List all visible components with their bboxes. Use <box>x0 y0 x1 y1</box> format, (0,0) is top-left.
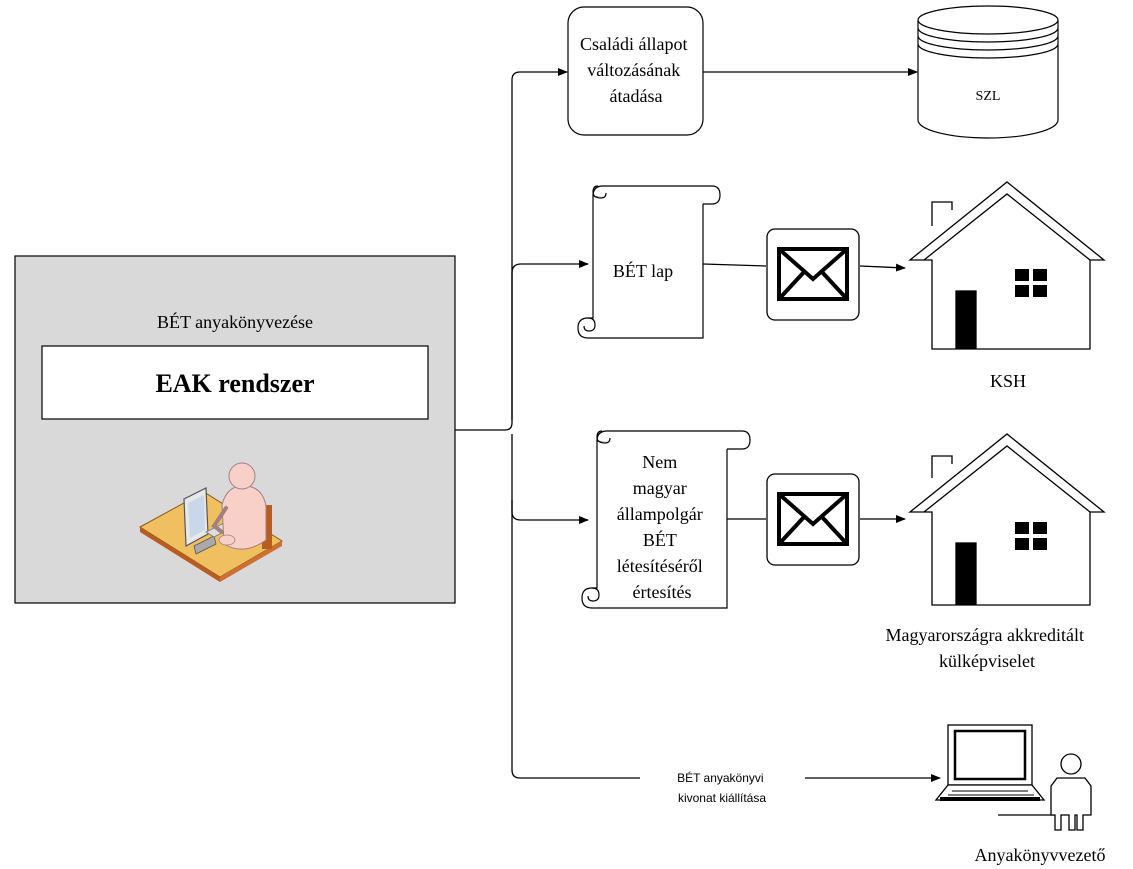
svg-text:BÉT anyakönyvi kivonat kiá: BÉT anyakönyvi kivonat kiállítása <box>677 770 767 805</box>
kivonat-label-bg <box>640 769 805 807</box>
arrow-to-ksh <box>859 263 906 272</box>
laptop-icon <box>934 724 1062 816</box>
arrow-to-family-status <box>455 68 568 431</box>
family-status-line-3: átadása <box>610 86 663 106</box>
arrow-to-kivonat <box>511 500 941 782</box>
nem-magyar-line-3: állampolgár <box>617 504 703 524</box>
line-bet-lap-to-envelope <box>702 263 767 267</box>
kulkepviselet-line-1: Magyarországra akkreditált <box>886 625 1084 645</box>
database-cylinder-icon <box>917 5 1059 139</box>
envelope-icon <box>766 228 860 321</box>
eak-rendszer-box <box>41 345 429 420</box>
eak-system-block: BÉT anyakönyvezése EAK rendszer <box>14 255 456 604</box>
bet-lap-label: BÉT lap <box>613 260 673 281</box>
kivonat-line-2: kivonat kiállítása <box>678 791 766 805</box>
svg-text:Családi állapot változás: Családi állapot változásának átadása <box>580 34 692 106</box>
house-icon <box>908 181 1106 350</box>
family-status-line-2: változásának <box>587 60 680 80</box>
house-icon <box>908 433 1106 606</box>
arrow-to-nem-magyar <box>511 434 589 524</box>
nem-magyar-line-6: értesítés <box>633 582 692 602</box>
svg-text:Nem magyar állampolgár: Nem magyar állampolgár BÉT létesítéséről… <box>617 452 707 602</box>
system-caption: BÉT anyakönyvezése <box>157 311 313 332</box>
nem-magyar-line-5: létesítéséről <box>617 556 703 576</box>
ksh-label: KSH <box>990 371 1026 391</box>
nem-magyar-line-4: BÉT <box>643 529 677 550</box>
nem-magyar-scroll-icon <box>581 430 751 609</box>
nem-magyar-line-2: magyar <box>633 478 687 498</box>
person-at-computer-icon <box>139 462 283 582</box>
arrow-to-bet-lap <box>511 260 589 420</box>
anyakonyvvezeto-label: Anyakönyvvezető <box>975 845 1106 865</box>
envelope-icon <box>766 473 860 566</box>
family-status-box: Családi állapot változásának átadása <box>567 6 704 136</box>
szl-label: SZL <box>976 89 1001 104</box>
bet-lap-scroll-icon <box>577 185 721 339</box>
family-status-line-1: Családi állapot <box>580 34 687 54</box>
person-icon <box>1050 753 1092 831</box>
system-name: EAK rendszer <box>155 369 314 398</box>
connectors <box>455 68 941 782</box>
svg-text:Magyarországra akkreditált: Magyarországra akkreditált külképviselet <box>886 625 1089 671</box>
kivonat-line-1: BÉT anyakönyvi <box>677 770 764 785</box>
kulkepviselet-line-2: külképviselet <box>939 651 1035 671</box>
nem-magyar-line-1: Nem <box>642 452 677 472</box>
